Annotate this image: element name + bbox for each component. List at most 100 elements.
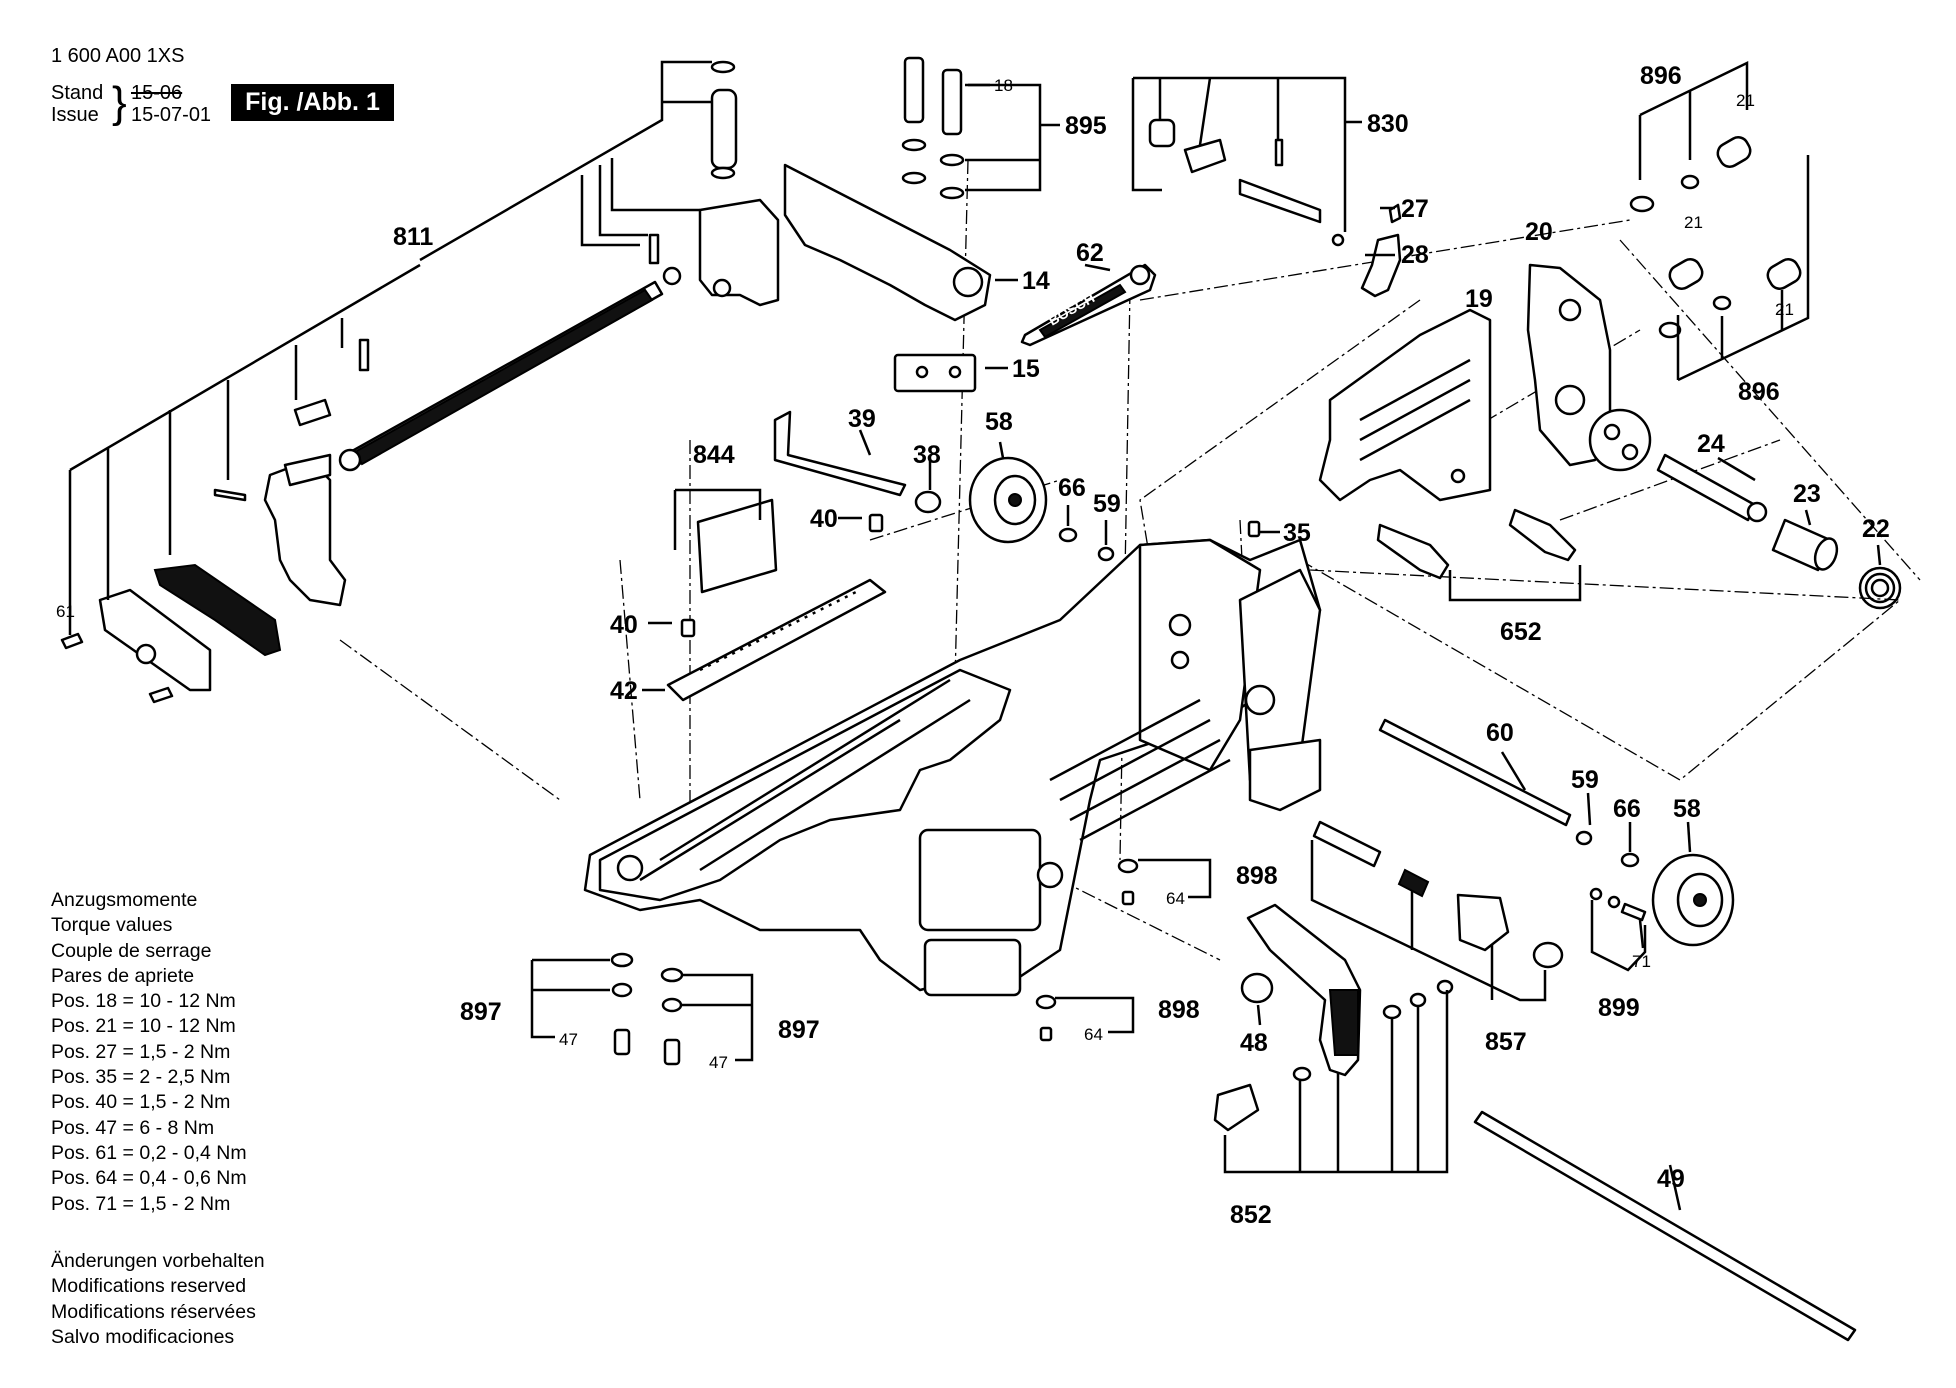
part-24-axle [1656,453,1768,523]
callout-28: 28 [1401,241,1429,269]
callout-71: 71 [1632,952,1651,971]
part-896-hardware [1629,136,1802,339]
part-39-hex-key [773,410,907,497]
leader-lines [68,60,1882,1211]
callout-811: 811 [393,223,433,251]
callout-24: 24 [1697,430,1725,458]
callout-895: 895 [1065,112,1107,140]
torque-row: Pos. 61 = 0,2 - 0,4 Nm [51,1141,247,1164]
callout-66-lower: 66 [1613,795,1641,823]
callout-61: 61 [56,602,75,621]
modification-en: Modifications reserved [51,1275,247,1298]
part-27-28-lever [1360,203,1402,298]
issue-label: Issue [51,104,99,126]
torque-heading-fr: Couple de serrage [51,939,212,962]
stand-label: Stand [51,82,104,104]
part-19-fence-extension [1318,308,1492,502]
callout-898-lower: 898 [1158,996,1200,1024]
part-652-latches [1376,508,1577,580]
part-20-side-plate [1526,263,1652,472]
callout-830: 830 [1367,110,1409,138]
callout-64-lower: 64 [1084,1025,1103,1044]
callout-labels: 811 895 830 896 896 18 14 15 62 27 28 20… [56,62,1890,1229]
torque-row: Pos. 21 = 10 - 12 Nm [51,1015,236,1038]
callout-21-top: 21 [1736,91,1755,110]
torque-row: Pos. 40 = 1,5 - 2 Nm [51,1091,231,1114]
part-38-bushing [914,490,942,514]
callout-40-upper: 40 [810,505,838,533]
part-857-plunger [1312,820,1564,969]
callout-852: 852 [1230,1201,1272,1229]
callout-47-right: 47 [709,1053,728,1072]
callout-62: 62 [1076,239,1104,267]
callout-19: 19 [1465,285,1493,313]
part-58-wheel-lower [1575,830,1735,947]
modification-es: Salvo modificaciones [51,1325,235,1348]
callout-844: 844 [693,441,735,469]
doc-number: 1 600 A00 1XS [51,45,185,67]
callout-18: 18 [994,76,1013,95]
callout-35: 35 [1283,519,1311,547]
callout-15: 15 [1012,355,1040,383]
part-35-screw [1247,520,1261,538]
callout-23: 23 [1793,480,1821,508]
part-40-screws [680,513,884,638]
torque-heading-es: Pares de apriete [51,964,195,987]
callout-58-lower: 58 [1673,795,1701,823]
brace-glyph: } [112,78,127,127]
torque-notes: Anzugsmomente Torque values Couple de se… [51,888,247,1217]
part-58-wheel-upper [968,456,1115,562]
callout-59-upper: 59 [1093,490,1121,518]
callout-21-right: 21 [1775,300,1794,319]
callout-39: 39 [848,405,876,433]
torque-heading-de: Anzugsmomente [51,889,198,911]
callout-22: 22 [1862,515,1890,543]
saw-base [583,538,1322,997]
callout-42: 42 [610,677,638,705]
part-pin-and-bracket [698,60,780,307]
torque-row: Pos. 27 = 1,5 - 2 Nm [51,1040,231,1063]
part-897-898-fasteners [610,858,1139,1066]
callout-14: 14 [1022,267,1050,295]
part-852-handle [1213,903,1454,1132]
torque-row: Pos. 64 = 0,4 - 0,6 Nm [51,1167,247,1190]
callout-47-left: 47 [559,1030,578,1049]
callout-66-upper: 66 [1058,474,1086,502]
torque-heading-en: Torque values [51,914,173,937]
part-60-axle-rod [1378,718,1572,827]
callout-896-top: 896 [1640,62,1682,90]
callout-896-right: 896 [1738,378,1780,406]
callout-49: 49 [1657,1165,1685,1193]
torque-row: Pos. 35 = 2 - 2,5 Nm [51,1066,231,1089]
callout-60: 60 [1486,719,1514,747]
callout-64-upper: 64 [1166,889,1185,908]
part-22-spring [1858,566,1902,610]
callout-59-lower: 59 [1571,766,1599,794]
callout-48: 48 [1240,1029,1268,1057]
stand-date-struck: 15-06 [131,82,183,104]
part-14-fence-bracket [783,163,992,393]
part-811-lock-rod [60,233,682,704]
part-899-screws [1589,887,1647,922]
callout-899: 899 [1598,994,1640,1022]
callout-27: 27 [1401,195,1429,223]
torque-row: Pos. 71 = 1,5 - 2 Nm [51,1192,231,1215]
part-830-knob-set [1148,118,1345,247]
figure-label: Fig. /Abb. 1 [231,84,394,121]
callout-38: 38 [913,441,941,469]
modification-de: Änderungen vorbehalten [51,1250,265,1272]
part-844-plate [696,498,778,594]
torque-row: Pos. 18 = 10 - 12 Nm [51,990,236,1013]
part-62-logo-plate [1020,263,1157,347]
modification-notes: Änderungen vorbehalten Modifications res… [51,1249,265,1350]
callout-897-left: 897 [460,998,502,1026]
callout-20: 20 [1525,218,1553,246]
callout-652: 652 [1500,618,1542,646]
callout-58-upper: 58 [985,408,1013,436]
part-49-rod [1473,1110,1857,1342]
part-23-spacer [1771,518,1839,572]
callout-897-right: 897 [778,1016,820,1044]
torque-row: Pos. 47 = 6 - 8 Nm [51,1116,215,1139]
part-42-scale [666,578,887,702]
